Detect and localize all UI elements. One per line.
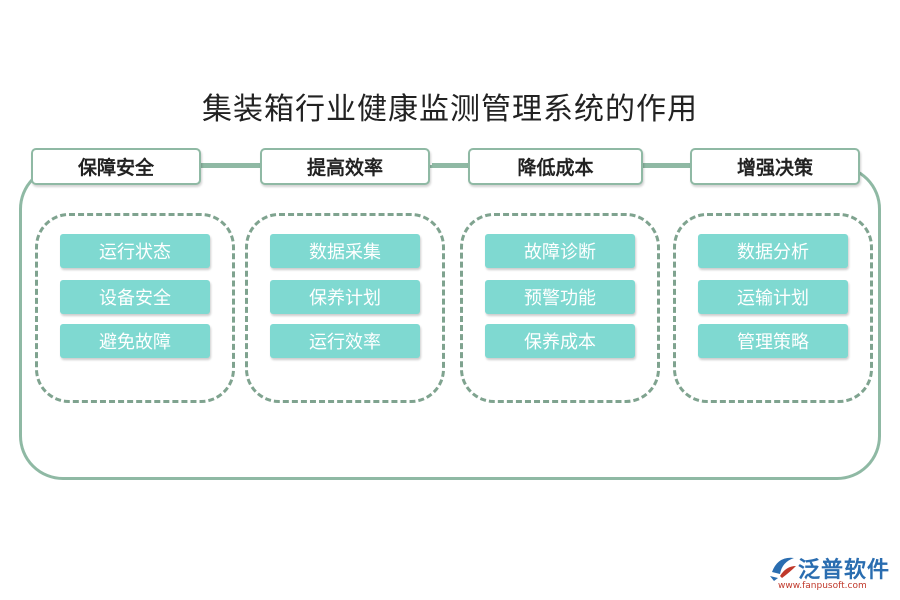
list-item: 数据采集 bbox=[270, 234, 420, 268]
list-item: 运输计划 bbox=[698, 280, 848, 314]
list-item: 避免故障 bbox=[60, 324, 210, 358]
column-header-cost: 降低成本 bbox=[468, 148, 643, 185]
list-item: 管理策略 bbox=[698, 324, 848, 358]
list-item: 保养计划 bbox=[270, 280, 420, 314]
logo-name: 泛普软件 bbox=[798, 558, 891, 583]
list-item: 保养成本 bbox=[485, 324, 635, 358]
brand-logo: 泛普软件 www.fanpusoft.com bbox=[768, 548, 893, 594]
column-header-safety: 保障安全 bbox=[31, 148, 201, 185]
list-item: 设备安全 bbox=[60, 280, 210, 314]
list-item: 数据分析 bbox=[698, 234, 848, 268]
list-item: 故障诊断 bbox=[485, 234, 635, 268]
header-connector bbox=[200, 163, 260, 166]
header-connector bbox=[432, 163, 468, 166]
column-header-efficiency: 提高效率 bbox=[260, 148, 430, 185]
group-cost: 故障诊断 预警功能 保养成本 bbox=[460, 213, 660, 403]
list-item: 预警功能 bbox=[485, 280, 635, 314]
list-item: 运行效率 bbox=[270, 324, 420, 358]
fanpu-logo-icon bbox=[770, 557, 796, 581]
main-container bbox=[19, 165, 881, 480]
diagram-title: 集装箱行业健康监测管理系统的作用 bbox=[202, 92, 698, 127]
list-item: 运行状态 bbox=[60, 234, 210, 268]
group-safety: 运行状态 设备安全 避免故障 bbox=[35, 213, 235, 403]
logo-url: www.fanpusoft.com bbox=[778, 581, 867, 591]
header-connector bbox=[643, 163, 690, 166]
group-efficiency: 数据采集 保养计划 运行效率 bbox=[245, 213, 445, 403]
column-header-decision: 增强决策 bbox=[690, 148, 860, 185]
group-decision: 数据分析 运输计划 管理策略 bbox=[673, 213, 873, 403]
